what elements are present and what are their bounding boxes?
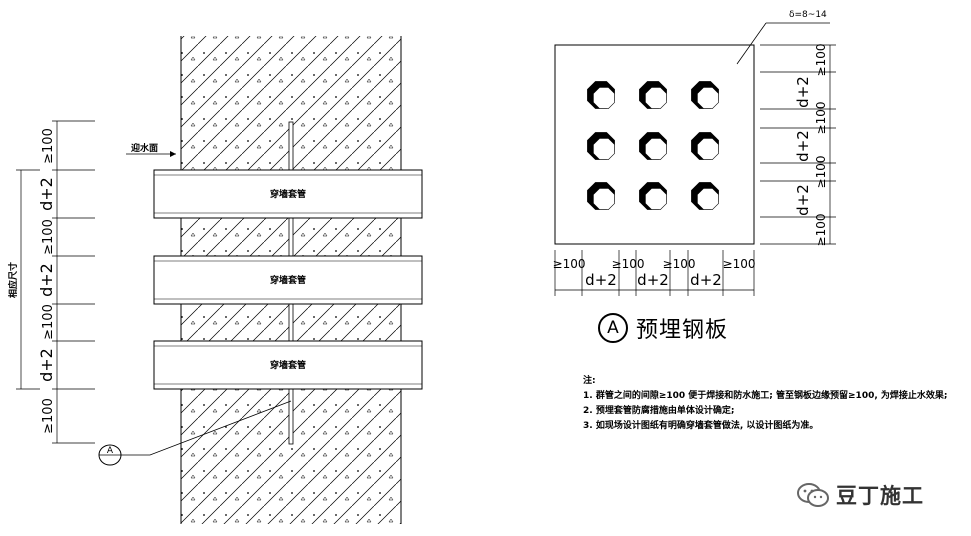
callout-a: A	[98, 400, 292, 466]
plate-hole	[587, 132, 615, 160]
dim-label: d+2	[37, 177, 56, 211]
pipe-sleeve-3	[153, 340, 423, 390]
watermark: 豆丁施工	[796, 478, 924, 512]
dim-label: ≥100	[41, 304, 56, 340]
detail-title: A 预埋钢板	[598, 312, 728, 344]
dim-label: d+2	[794, 184, 812, 216]
notes-heading: 注:	[583, 376, 596, 386]
watermark-text: 豆丁施工	[836, 484, 924, 508]
plate-hole	[639, 81, 667, 109]
callout-label: A	[107, 446, 114, 456]
dim-label: d+2	[637, 271, 669, 289]
notes-block: 注: 1. 群管之间的间隙≥100 便于焊接和防水施工; 管至钢板边缘预留≥10…	[583, 374, 963, 434]
dim-label: ≥100	[41, 398, 56, 434]
dim-label: ≥100	[814, 214, 828, 247]
water-face-label: 迎水面	[131, 142, 158, 154]
pipe-label-1: 穿墙套管	[270, 188, 306, 200]
dim-label: ≥100	[814, 44, 828, 77]
note-item-2: 2. 预埋套管防腐措施由单体设计确定;	[583, 406, 735, 416]
dim-label: d+2	[794, 76, 812, 108]
dim-label: ≥100	[612, 257, 645, 271]
dim-label: d+2	[37, 263, 56, 297]
total-dimension-label: 相应尺寸	[7, 262, 19, 298]
right-dimension-labels: ≥100 d+2 ≥100 d+2 ≥100 d+2 ≥100	[794, 44, 828, 247]
note-item-3: 3. 如现场设计图纸有明确穿墙套管做法, 以设计图纸为准。	[583, 421, 819, 431]
dim-label: d+2	[690, 271, 722, 289]
dim-label: ≥100	[663, 257, 696, 271]
pipe-label-2: 穿墙套管	[270, 274, 306, 286]
note-item-1: 1. 群管之间的间隙≥100 便于焊接和防水施工; 管至钢板边缘预留≥100, …	[583, 391, 948, 401]
pipe-sleeve-1	[153, 169, 423, 219]
wechat-icon	[797, 483, 829, 507]
plate-hole	[639, 182, 667, 210]
bottom-dimension-labels: ≥100 d+2 ≥100 d+2 ≥100 d+2 ≥100	[553, 257, 756, 289]
thickness-leader: δ=8~14	[736, 10, 830, 65]
pipe-sleeve-2	[153, 255, 423, 305]
dim-label: d+2	[37, 348, 56, 382]
dim-label: ≥100	[814, 102, 828, 135]
left-dimension-chain	[16, 120, 95, 444]
dim-label: d+2	[585, 271, 617, 289]
plate-hole	[587, 81, 615, 109]
thickness-label: δ=8~14	[789, 10, 827, 20]
left-dimension-labels: ≥100 d+2 ≥100 d+2 ≥100 d+2 ≥100 相应尺寸	[7, 128, 56, 434]
plate-hole	[691, 132, 719, 160]
dim-label: ≥100	[814, 156, 828, 189]
dim-label: ≥100	[553, 257, 586, 271]
water-face-marker: 迎水面	[126, 142, 176, 157]
plate-hole	[587, 182, 615, 210]
detail-marker: A	[598, 313, 628, 343]
dim-label: d+2	[794, 130, 812, 162]
dim-label: ≥100	[723, 257, 756, 271]
dim-label: ≥100	[41, 219, 56, 255]
pipe-label-3: 穿墙套管	[270, 359, 306, 371]
dim-label: ≥100	[41, 128, 56, 164]
detail-title-text: 预埋钢板	[636, 318, 729, 343]
plate-hole	[691, 81, 719, 109]
plate-holes	[587, 81, 719, 210]
plate-hole	[639, 132, 667, 160]
bottom-dimension-chain	[554, 250, 755, 296]
right-dimension-chain	[760, 44, 836, 245]
plate-hole	[691, 182, 719, 210]
